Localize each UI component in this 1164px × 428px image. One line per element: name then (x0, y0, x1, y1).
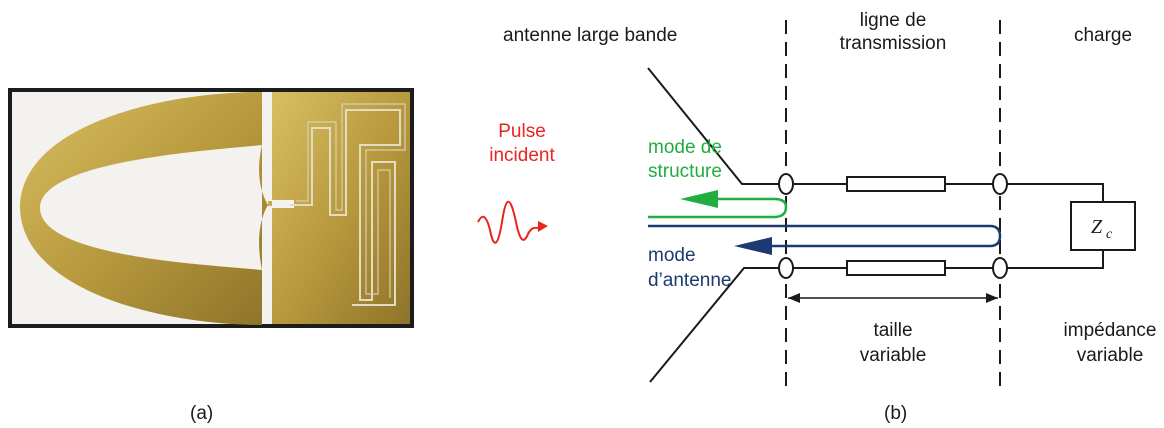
size-label-1: taille (873, 320, 912, 341)
port-ellipse (993, 258, 1007, 278)
antenna-mode-label-2: d’antenne (648, 270, 731, 291)
load-wire-top (1000, 184, 1103, 202)
structure-mode-arrowhead (680, 190, 718, 208)
load-wire-bottom (1000, 250, 1103, 268)
port-ellipse (993, 174, 1007, 194)
pulse-arrowhead (538, 221, 548, 232)
line-label-2: transmission (840, 33, 947, 54)
load-symbol: Z (1091, 216, 1103, 238)
resistor-bottom (847, 261, 945, 275)
impedance-label-2: variable (1077, 345, 1144, 366)
pulse-label-1: Pulse (498, 121, 546, 142)
antenna-mode-path (648, 226, 1000, 246)
caption-b: (b) (884, 403, 907, 424)
incident-pulse-wave (478, 202, 540, 243)
load-symbol-sub: c (1106, 227, 1113, 242)
dimension-arrowhead-left (788, 293, 800, 303)
load-impedance-box (1071, 202, 1135, 250)
resistor-top (847, 177, 945, 191)
port-ellipse (779, 174, 793, 194)
dimension-arrowhead-right (986, 293, 998, 303)
schematic: Z c antenne large bande ligne de transmi… (478, 10, 1156, 390)
load-label: charge (1074, 25, 1132, 46)
port-ellipse (779, 258, 793, 278)
pulse-label-2: incident (489, 145, 555, 166)
antenna-photo (8, 88, 414, 328)
structure-mode-label-1: mode de (648, 137, 722, 158)
line-label-1: ligne de (860, 10, 927, 31)
size-label-2: variable (860, 345, 927, 366)
antenna-mode-arrowhead (734, 237, 772, 255)
antenna-mode-label-1: mode (648, 245, 696, 266)
structure-mode-label-2: structure (648, 161, 722, 182)
impedance-label-1: impédance (1064, 320, 1157, 341)
caption-a: (a) (190, 403, 213, 424)
antenna-label: antenne large bande (503, 25, 677, 46)
